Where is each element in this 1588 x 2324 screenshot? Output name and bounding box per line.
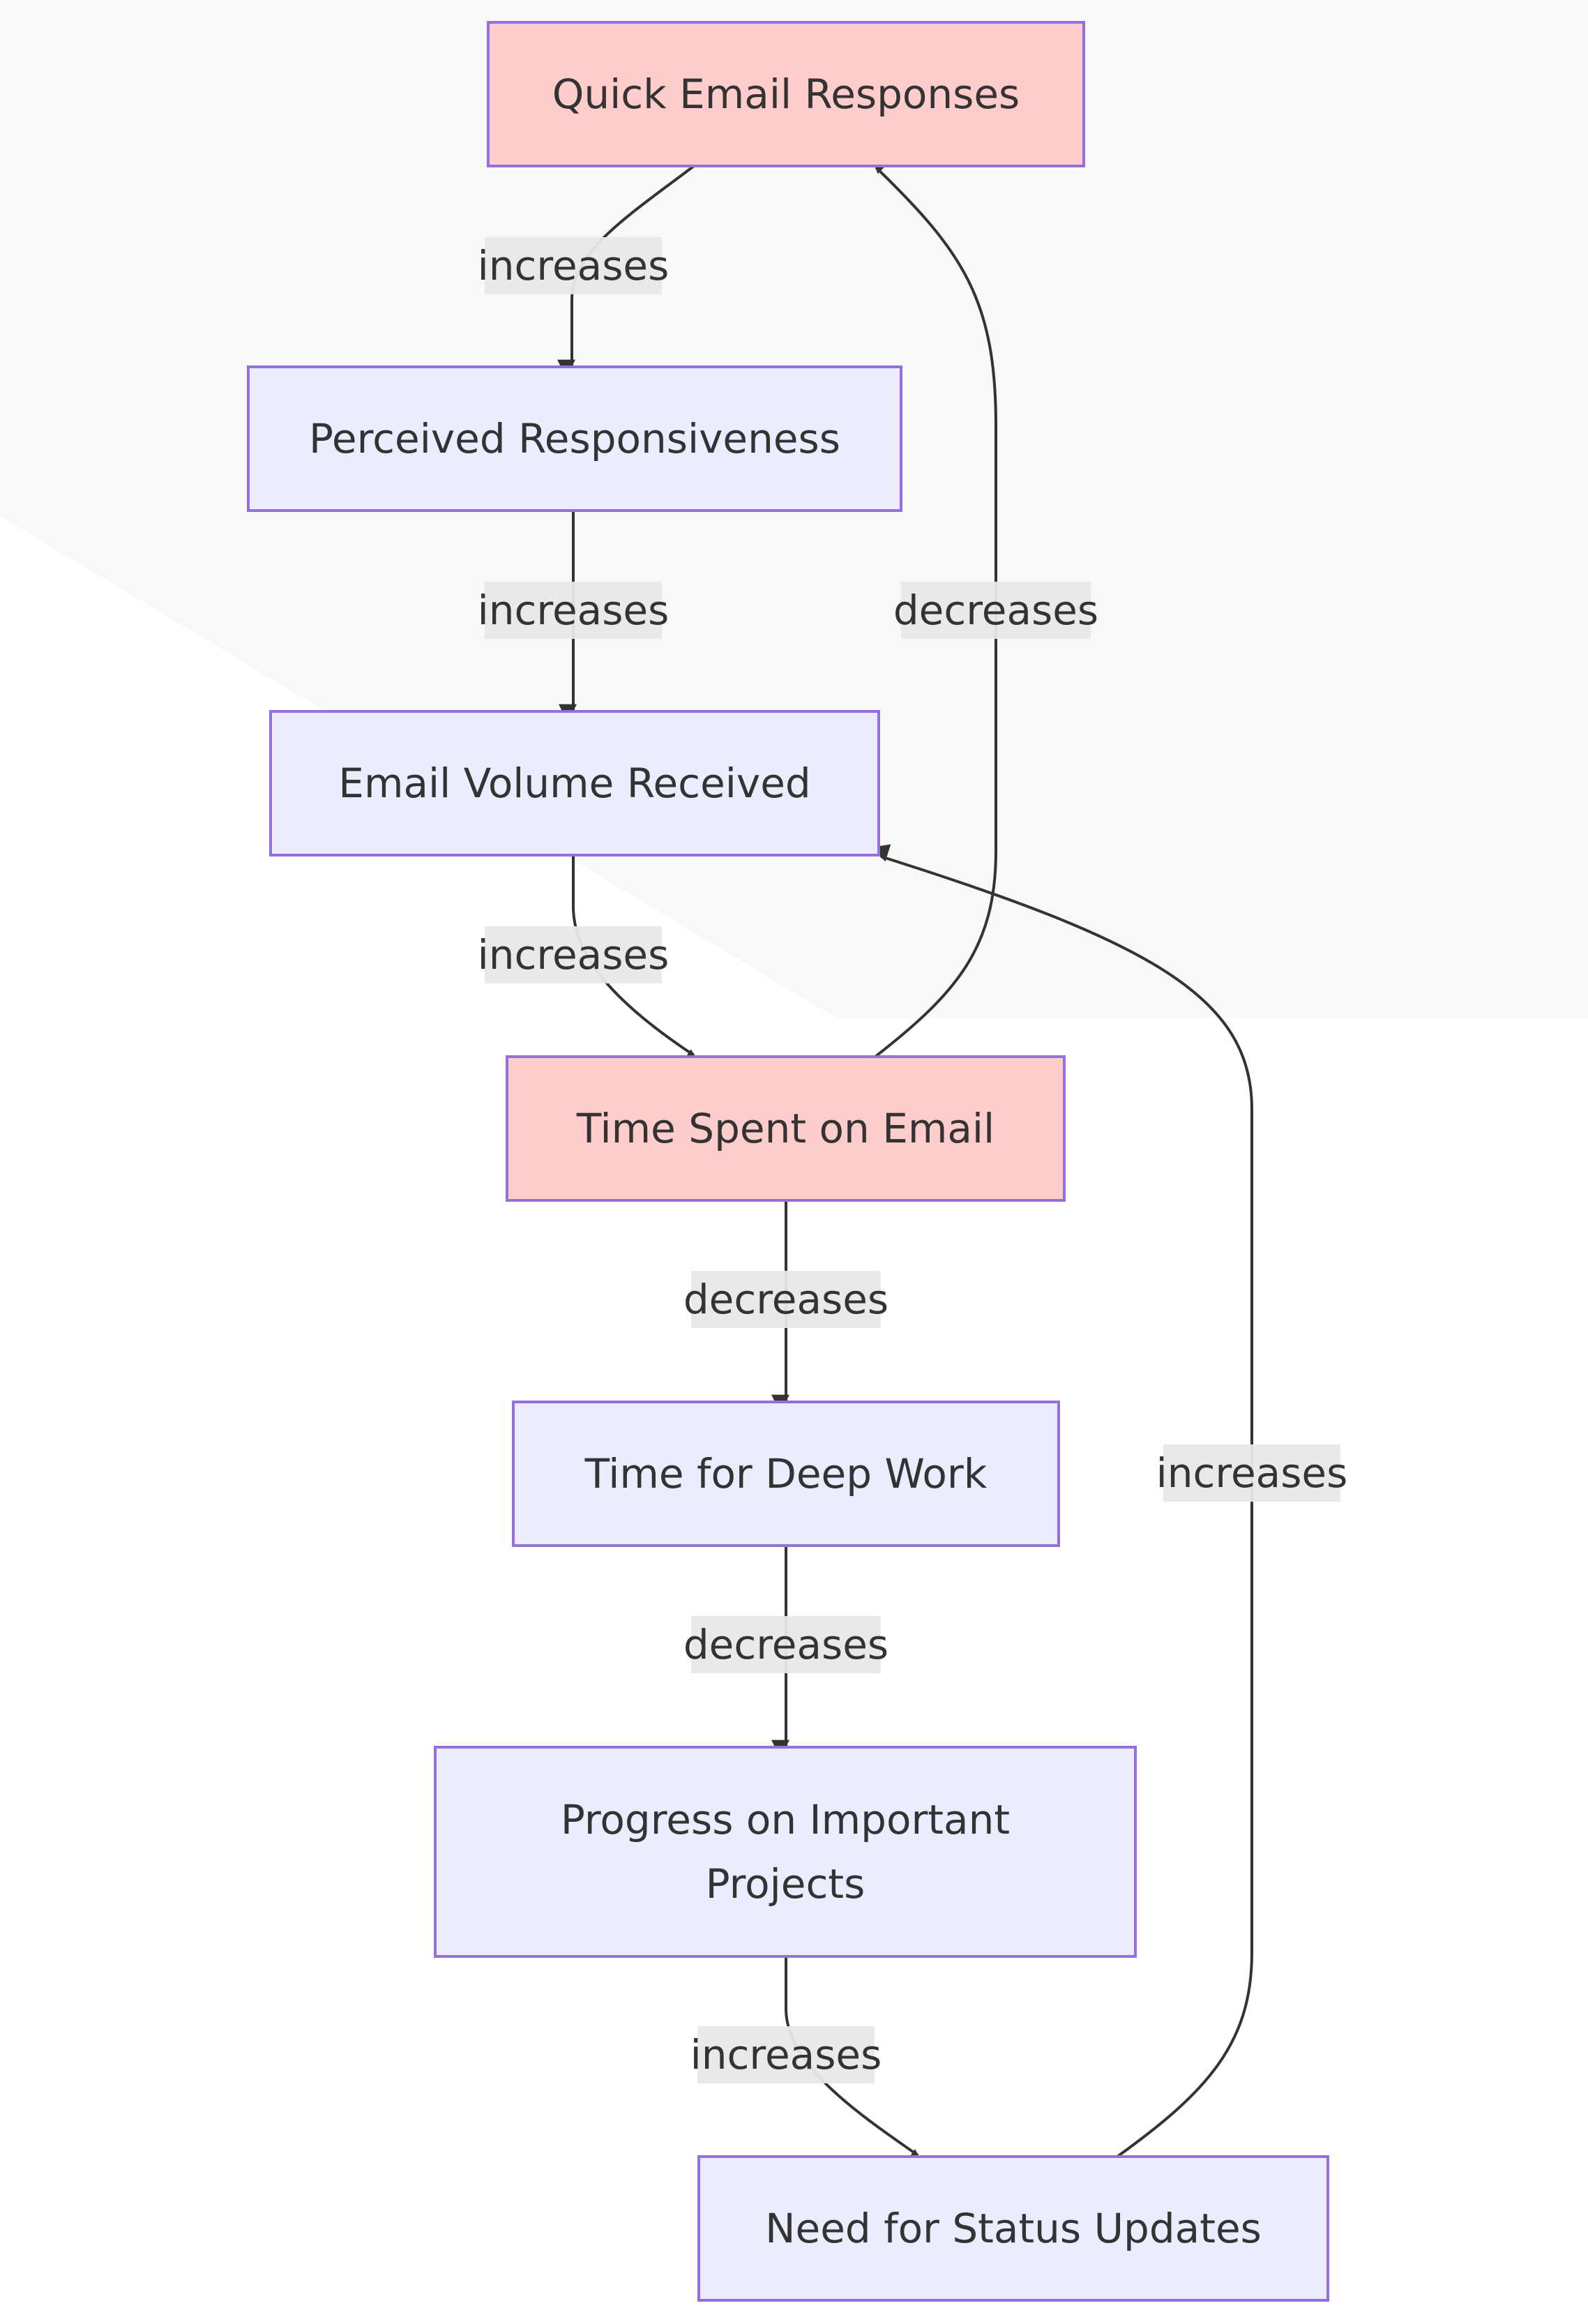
edge-label-text: increases (478, 242, 670, 289)
edge-label-background (485, 926, 662, 983)
edge-label: increases (690, 2026, 882, 2083)
node-box (487, 21, 1085, 167)
edge-label-text: decreases (683, 1621, 888, 1668)
node-box (247, 365, 902, 512)
node-label: Time Spent on Email (576, 1105, 995, 1152)
edge-label: decreases (893, 582, 1098, 639)
edge-label-background (697, 2026, 875, 2083)
node-need-for-status-updates: Need for Status Updates (697, 2155, 1329, 2302)
node-label: Email Volume Received (338, 760, 810, 807)
edge-label-background (691, 1271, 881, 1328)
edge-label-text: increases (1156, 1449, 1348, 1497)
node-time-for-deep-work: Time for Deep Work (512, 1401, 1060, 1547)
node-label: Quick Email Responses (552, 70, 1020, 118)
edge-label-text: decreases (683, 1276, 888, 1323)
edge-label-background (485, 582, 662, 639)
node-box (697, 2155, 1329, 2302)
node-box (512, 1401, 1060, 1547)
node-label: Projects (706, 1860, 865, 1908)
edge-label: increases (478, 582, 670, 639)
edge-label: increases (478, 237, 670, 294)
edge-label-text: decreases (893, 587, 1098, 634)
node-box (506, 1055, 1066, 1202)
edge-label-background (691, 1616, 881, 1673)
edge-label-background (901, 582, 1091, 639)
node-label: Perceived Responsiveness (309, 415, 840, 462)
node-email-volume-received: Email Volume Received (269, 710, 880, 857)
node-box (434, 1746, 1137, 1958)
edge-label: decreases (683, 1616, 888, 1673)
node-perceived-responsiveness: Perceived Responsiveness (247, 365, 902, 512)
node-label: Progress on Important (561, 1796, 1010, 1843)
edge-label: decreases (683, 1271, 888, 1328)
node-quick-email-responses: Quick Email Responses (487, 21, 1085, 167)
edge-label: increases (1156, 1444, 1348, 1502)
edge-label-background (1163, 1444, 1340, 1502)
edge-need-for-status-updates-to-email-volume-received (870, 844, 1253, 2158)
node-label: Need for Status Updates (765, 2205, 1262, 2252)
edge-label: increases (478, 926, 670, 983)
node-label: Time for Deep Work (584, 1450, 988, 1497)
edge-label-background (485, 237, 662, 294)
edge-label-text: increases (478, 587, 670, 634)
edge-labels-layer: increases increases increases decreases decr… (478, 237, 1348, 2083)
node-time-spent-on-email: Time Spent on Email (506, 1055, 1066, 1202)
node-box (269, 710, 880, 857)
edge-label-text: increases (478, 931, 670, 979)
edge-time-spent-on-email-to-quick-email-responses (870, 154, 997, 1058)
edge-label-text: increases (690, 2031, 882, 2078)
